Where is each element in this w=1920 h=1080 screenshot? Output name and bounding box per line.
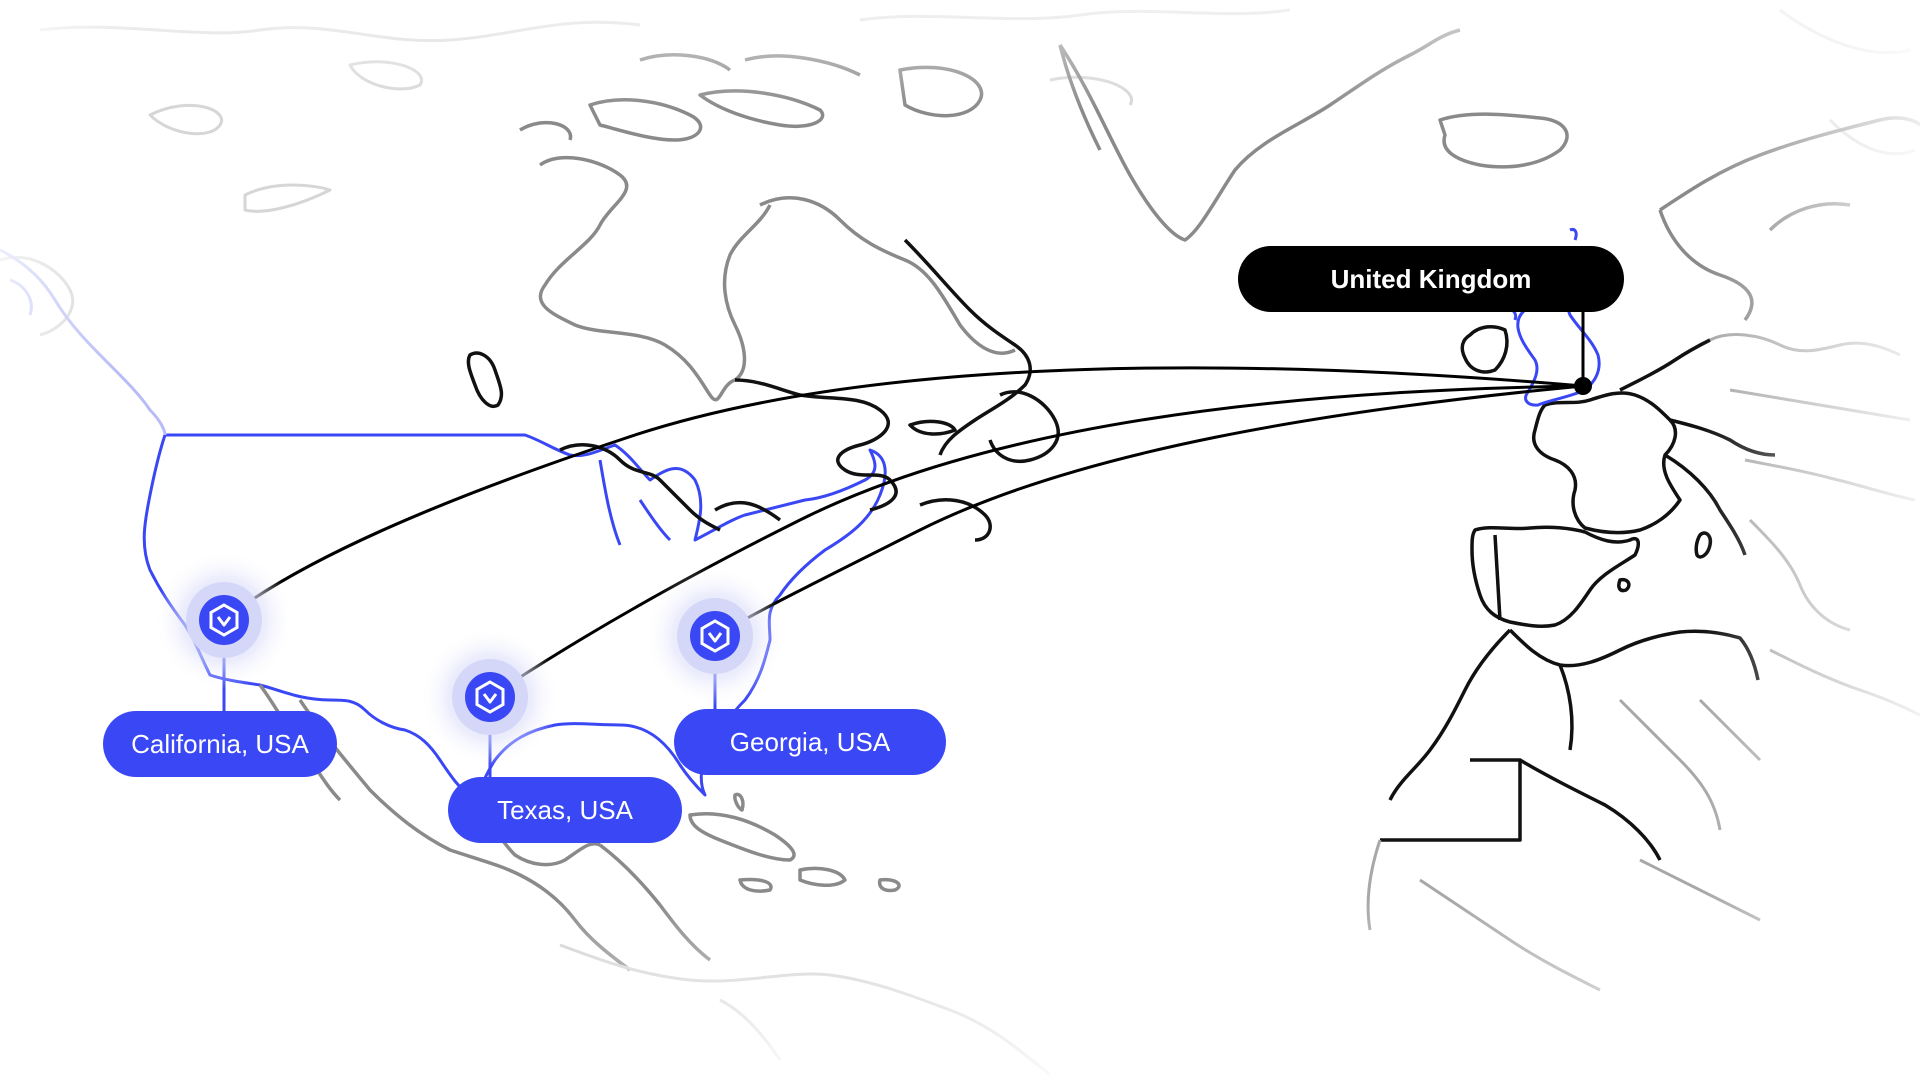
east-europe-faint xyxy=(1366,333,1920,992)
arc-uk-texas xyxy=(489,384,1584,699)
arc-uk-georgia xyxy=(714,384,1584,638)
marker-california[interactable] xyxy=(154,550,294,690)
hexagon-chevron-icon xyxy=(475,680,505,714)
south-america-faint xyxy=(559,943,1051,1077)
hexagon-chevron-icon xyxy=(209,603,239,637)
great-lakes xyxy=(466,351,782,532)
europe-coastlines xyxy=(1380,324,1776,861)
destination-label-california[interactable]: California, USA xyxy=(103,711,337,777)
dot-marker-icon xyxy=(1574,377,1592,395)
arc-uk-california xyxy=(223,366,1584,622)
arctic-coastlines xyxy=(0,8,1916,337)
destination-label-texas[interactable]: Texas, USA xyxy=(448,777,682,843)
marker-texas[interactable] xyxy=(420,627,560,767)
marker-georgia[interactable] xyxy=(645,566,785,706)
hexagon-chevron-icon xyxy=(700,619,730,653)
canada-greenland-coastlines xyxy=(519,28,1920,402)
pacific-coast-faint xyxy=(0,248,167,436)
east-canada-coast xyxy=(734,238,1060,542)
origin-label-united-kingdom[interactable]: United Kingdom xyxy=(1238,246,1624,312)
destination-label-georgia[interactable]: Georgia, USA xyxy=(674,709,946,775)
connection-arcs xyxy=(223,366,1584,699)
